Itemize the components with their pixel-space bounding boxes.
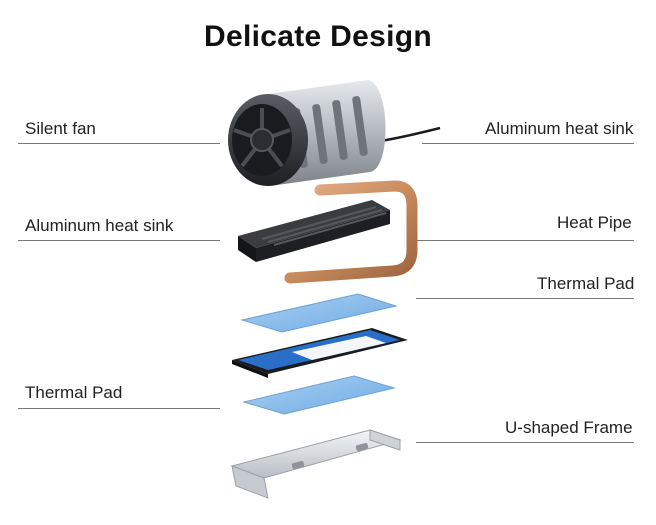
thermal-pad-top [240, 293, 398, 333]
label-aluminum-heat-sink-right: Aluminum heat sink [485, 119, 634, 138]
leader-line-thermal-pad-right [416, 298, 634, 299]
leader-line-heat-pipe [416, 240, 634, 241]
label-silent-fan: Silent fan [25, 119, 96, 138]
heat-pipe [284, 180, 418, 284]
fan-cable [379, 126, 441, 143]
leader-line-silent-fan [18, 143, 220, 144]
u-shaped-frame [230, 429, 402, 499]
lower-heat-sink [238, 200, 390, 262]
fan-heatsink-assembly [228, 80, 441, 186]
page-title: Delicate Design [204, 20, 432, 53]
label-thermal-pad-left: Thermal Pad [25, 383, 123, 402]
thermal-pad-bottom [242, 375, 396, 415]
label-u-shaped-frame: U-shaped Frame [505, 418, 633, 437]
fan-hub [250, 128, 274, 152]
copper-pipe [284, 180, 418, 284]
m2-ssd [232, 328, 408, 378]
label-aluminum-heat-sink-left: Aluminum heat sink [25, 216, 174, 235]
leader-line-u-shaped-frame [416, 442, 634, 443]
leader-line-aluminum-heat-sink-left [18, 240, 220, 241]
leader-line-thermal-pad-left [18, 408, 220, 409]
leader-line-aluminum-heat-sink-right [422, 143, 634, 144]
label-heat-pipe: Heat Pipe [557, 213, 632, 232]
label-thermal-pad-right: Thermal Pad [537, 274, 635, 293]
